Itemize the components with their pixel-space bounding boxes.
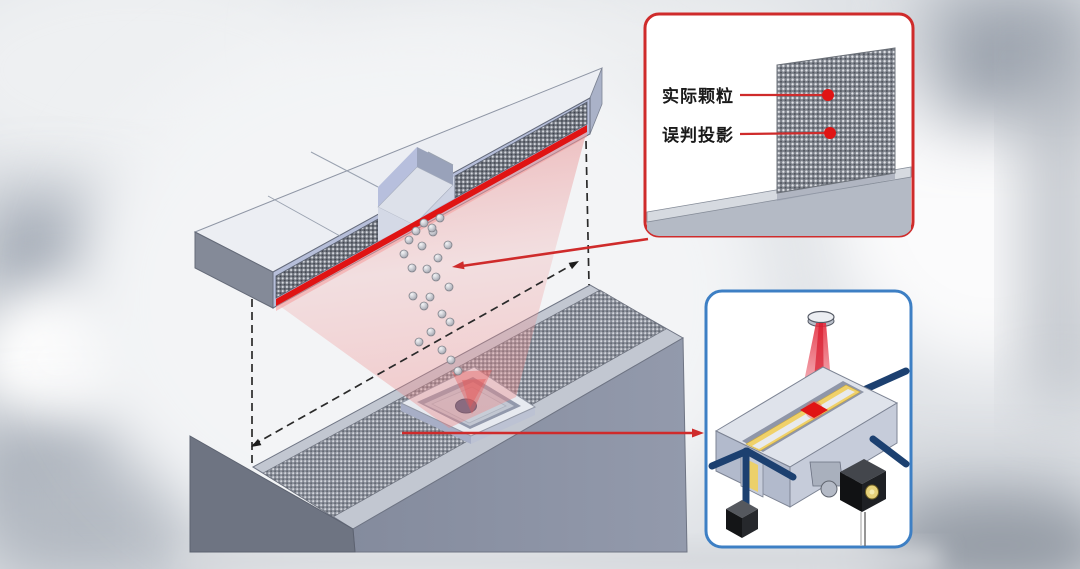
laser-beam-landing	[452, 370, 492, 414]
particle-misjudge-callout: 实际颗粒 误判投影	[643, 12, 915, 238]
particle-mesh-panel	[776, 47, 896, 194]
leader-line-misjudged-projection	[739, 131, 825, 136]
camera-unit	[840, 459, 886, 512]
falling-particles	[399, 213, 463, 376]
rod-lower-right	[869, 435, 910, 468]
blue-callout-content	[708, 310, 910, 546]
projection-dashed-lines	[251, 140, 590, 465]
particle	[419, 301, 429, 311]
top-face-seams	[267, 151, 454, 237]
particle	[407, 263, 417, 273]
background-blur-shape	[180, 548, 940, 569]
red-callout-content: 实际颗粒 误判投影	[646, 47, 912, 236]
notch-back-wall	[417, 147, 453, 185]
bracket-hinge	[820, 480, 838, 498]
label-misjudged-projection: 误判投影	[662, 125, 734, 145]
camera-top	[840, 459, 886, 484]
particle	[435, 213, 445, 223]
laser-bar	[193, 67, 603, 311]
cube-foot-left	[726, 509, 742, 538]
powder-bed-left-end-face	[189, 435, 356, 553]
particle	[417, 241, 427, 251]
notch-front-spill	[378, 207, 414, 241]
misjudged-projection-dot	[824, 127, 836, 139]
cube-foot-right	[742, 509, 758, 538]
particle	[426, 327, 436, 337]
laser-line-stripe	[276, 125, 587, 306]
particle	[445, 317, 455, 327]
particle	[437, 309, 447, 319]
background-blur-shape	[1030, 60, 1080, 400]
rod-upper-right	[862, 367, 910, 393]
laser-fan-beam	[277, 130, 587, 428]
particle	[414, 337, 424, 347]
dashed-line-right-vertical	[585, 140, 590, 286]
particle	[427, 223, 437, 233]
trough-channel-floor	[752, 389, 855, 449]
dashed-arrowhead-right	[568, 261, 579, 270]
rod-diagonal	[743, 447, 797, 481]
particle	[431, 272, 441, 282]
camera-left	[840, 472, 862, 512]
arrow-to-particles	[461, 237, 649, 268]
lens-disc-top	[807, 310, 835, 324]
tray-rim-side-right	[471, 407, 535, 444]
main-illustration	[189, 67, 688, 553]
particle	[443, 240, 453, 250]
particle	[425, 292, 435, 302]
annotation-arrows	[402, 237, 704, 438]
dashed-line-diagonal	[252, 261, 578, 446]
particle	[399, 249, 409, 259]
particle	[437, 345, 447, 355]
particle	[422, 264, 432, 274]
cube-foot	[726, 500, 758, 538]
notch-left-wall	[378, 147, 417, 207]
particle	[419, 218, 429, 228]
melt-spot	[800, 402, 828, 418]
particle	[404, 235, 414, 245]
particle	[408, 291, 418, 301]
arrow-to-particles-head	[452, 261, 465, 270]
laser-line-glow	[276, 132, 587, 311]
dashed-arrowhead-left	[251, 438, 262, 447]
rod-left	[708, 447, 751, 470]
arrow-to-sensor-head	[692, 428, 704, 438]
particle	[446, 355, 456, 365]
label-actual-particle: 实际颗粒	[662, 86, 734, 106]
camera-lens-center	[869, 489, 875, 495]
particle	[411, 226, 421, 236]
particle	[444, 282, 454, 292]
laser-sensor-callout	[704, 289, 913, 549]
actual-particle-dot	[822, 89, 834, 101]
particle	[433, 253, 443, 263]
particle	[453, 366, 463, 376]
laser-bar-mesh-right	[454, 101, 588, 199]
